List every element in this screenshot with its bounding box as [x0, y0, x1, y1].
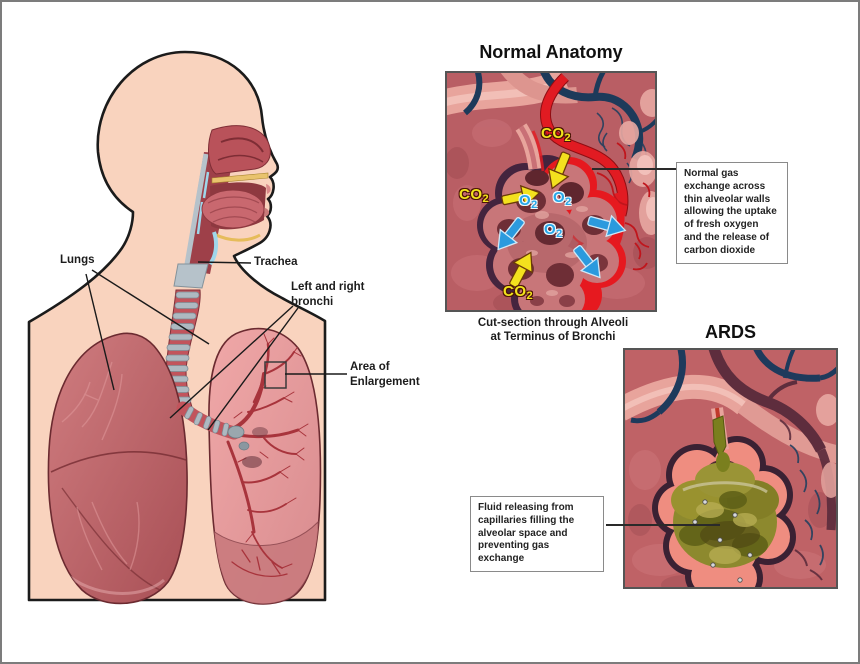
- vein: [630, 350, 836, 424]
- normal-anatomy-art: [447, 73, 655, 310]
- right-lung: [208, 327, 322, 605]
- area-of-enlargement-box: [264, 361, 287, 389]
- normal-callout-box: Normal gas exchange across thin alveolar…: [676, 162, 788, 264]
- pointer-lines: [85, 261, 347, 431]
- label-trachea: Trachea: [254, 256, 298, 268]
- ards-alveoli-cluster: [652, 407, 796, 587]
- ards-callout-box: Fluid releasing from capillaries filling…: [470, 496, 604, 572]
- label-bronchi: Left and right bronchi: [291, 281, 365, 308]
- normal-anatomy-panel: CO2 CO2 CO2 O2 O2 O2: [445, 71, 657, 312]
- normal-panel-caption: Cut-section through Alveoli at Terminus …: [477, 317, 629, 344]
- ards-art: [625, 350, 836, 587]
- o2-label: O2: [544, 221, 563, 240]
- co2-label: CO2: [459, 186, 490, 205]
- co2-label: CO2: [503, 283, 534, 302]
- ards-title: ARDS: [704, 322, 756, 342]
- normal-anatomy-title: Normal Anatomy: [479, 42, 623, 62]
- left-lung: [47, 332, 188, 605]
- torso-figure: [27, 50, 347, 605]
- normal-callout-line: [592, 168, 676, 170]
- ards-panel: [623, 348, 838, 589]
- bronchus-tube: [176, 401, 250, 451]
- label-lungs: Lungs: [60, 254, 95, 266]
- co2-label: CO2: [541, 125, 572, 144]
- label-area-of-enlargement: Area of Enlargement: [350, 361, 420, 388]
- head-cutaway: [173, 125, 271, 289]
- o2-label: O2: [553, 189, 572, 208]
- ards-callout-line: [606, 524, 720, 526]
- o2-label: O2: [519, 192, 538, 211]
